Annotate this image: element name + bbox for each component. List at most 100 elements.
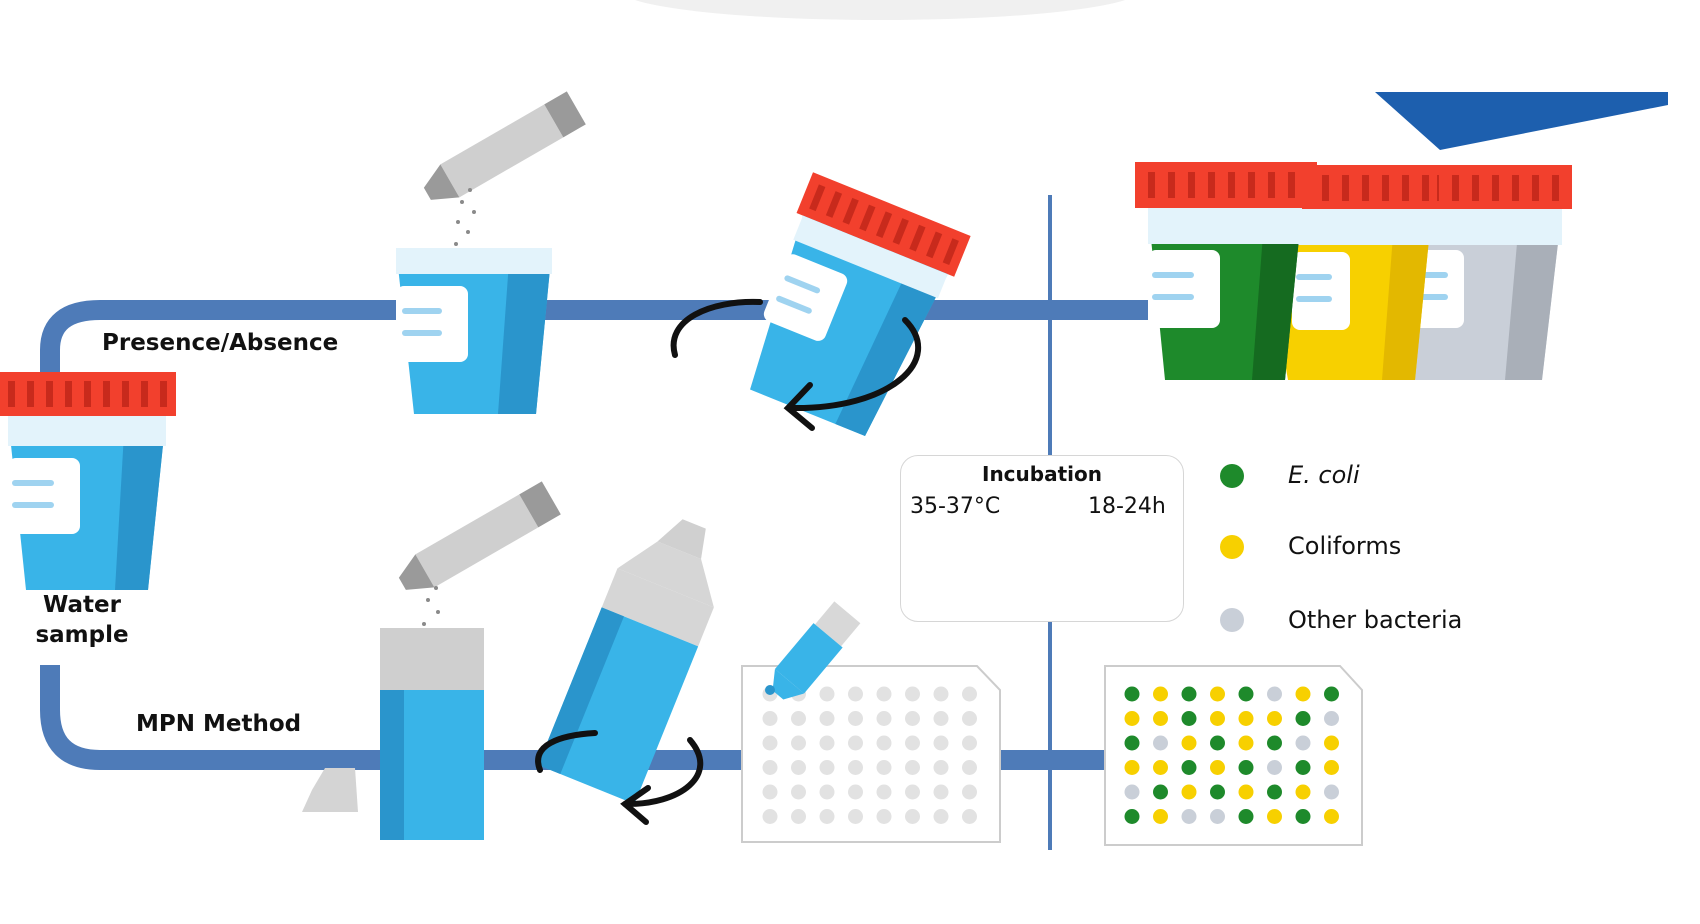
result-well xyxy=(1153,686,1168,702)
empty-well xyxy=(933,760,949,775)
result-well xyxy=(1324,784,1339,800)
empty-well xyxy=(962,784,977,800)
result-well xyxy=(1267,760,1282,775)
empty-well xyxy=(791,735,806,751)
result-well xyxy=(1324,809,1339,824)
presence-absence-path xyxy=(40,300,1170,372)
result-well xyxy=(1324,711,1339,726)
empty-well xyxy=(848,784,863,800)
empty-well xyxy=(762,760,778,775)
result-wells xyxy=(1124,686,1339,824)
empty-well xyxy=(933,686,949,702)
empty-well xyxy=(762,735,778,751)
empty-well xyxy=(876,735,892,751)
dropper xyxy=(772,601,861,700)
result-tray xyxy=(1104,665,1363,846)
legend-dot xyxy=(1220,608,1244,632)
result-well xyxy=(1324,735,1339,751)
result-well xyxy=(1238,760,1254,775)
result-well xyxy=(1153,784,1168,800)
presence-absence-label: Presence/Absence xyxy=(102,330,339,356)
presence-absence-cup xyxy=(396,248,552,414)
result-well xyxy=(1124,809,1140,824)
result-well xyxy=(1124,760,1140,775)
empty-well xyxy=(905,711,920,726)
empty-well xyxy=(933,735,949,751)
empty-well xyxy=(819,686,835,702)
empty-well xyxy=(933,809,949,824)
shaking-bottle xyxy=(538,519,714,804)
legend-dots xyxy=(1220,464,1244,632)
result-cup-ecoli xyxy=(1135,162,1317,380)
result-well xyxy=(1267,735,1282,751)
result-well xyxy=(1238,686,1254,702)
empty-well xyxy=(933,784,949,800)
result-well xyxy=(1153,809,1168,824)
result-well xyxy=(1153,760,1168,775)
result-well xyxy=(1124,735,1140,751)
mpn-vessel xyxy=(302,628,484,840)
empty-well xyxy=(933,711,949,726)
empty-well xyxy=(791,784,806,800)
result-well xyxy=(1181,711,1197,726)
empty-well xyxy=(876,784,892,800)
empty-well xyxy=(848,760,863,775)
result-well xyxy=(1324,686,1339,702)
empty-well xyxy=(905,686,920,702)
result-well xyxy=(1181,809,1197,824)
result-well xyxy=(1210,686,1225,702)
result-well xyxy=(1181,735,1197,751)
result-well xyxy=(1267,686,1282,702)
result-well xyxy=(1181,760,1197,775)
result-well xyxy=(1124,686,1140,702)
legend-ecoli-label: E. coli xyxy=(1288,461,1360,489)
result-well xyxy=(1295,735,1311,751)
empty-well xyxy=(962,711,977,726)
drop xyxy=(765,685,775,695)
result-well xyxy=(1324,760,1339,775)
empty-well xyxy=(962,686,977,702)
result-well xyxy=(1210,760,1225,775)
empty-well xyxy=(905,760,920,775)
result-well xyxy=(1238,784,1254,800)
result-well xyxy=(1181,686,1197,702)
result-well xyxy=(1238,711,1254,726)
mpn-method-label: MPN Method xyxy=(136,711,302,737)
empty-well xyxy=(876,686,892,702)
result-well xyxy=(1267,711,1282,726)
cup-label xyxy=(8,458,80,534)
water-sample-cup xyxy=(0,372,176,590)
empty-well xyxy=(848,735,863,751)
legend-dot xyxy=(1220,464,1244,488)
legend-other-label: Other bacteria xyxy=(1288,606,1463,634)
empty-well xyxy=(762,809,778,824)
empty-well xyxy=(876,760,892,775)
empty-well xyxy=(962,760,977,775)
empty-well xyxy=(962,735,977,751)
result-well xyxy=(1181,784,1197,800)
empty-well xyxy=(791,711,806,726)
result-well xyxy=(1238,735,1254,751)
result-well xyxy=(1153,735,1168,751)
empty-well xyxy=(962,809,977,824)
rotation-arrow-bottom xyxy=(535,730,704,825)
empty-well xyxy=(848,686,863,702)
empty-well xyxy=(905,809,920,824)
legend-dot xyxy=(1220,535,1244,559)
result-well xyxy=(1295,809,1311,824)
empty-well xyxy=(819,711,835,726)
empty-well xyxy=(848,711,863,726)
water-sample-label-line1: Water xyxy=(42,592,121,618)
incubation-title: Incubation xyxy=(982,462,1102,486)
reagent-packet-bottom xyxy=(398,481,561,590)
empty-well xyxy=(905,735,920,751)
result-cup-coliforms xyxy=(1245,165,1437,380)
empty-well xyxy=(876,711,892,726)
result-well xyxy=(1295,760,1311,775)
result-well xyxy=(1210,735,1225,751)
result-well xyxy=(1124,711,1140,726)
reagent-packet-top xyxy=(423,91,586,200)
cap-ridges xyxy=(8,381,167,407)
empty-well xyxy=(762,711,778,726)
vessel-cap xyxy=(302,768,358,812)
